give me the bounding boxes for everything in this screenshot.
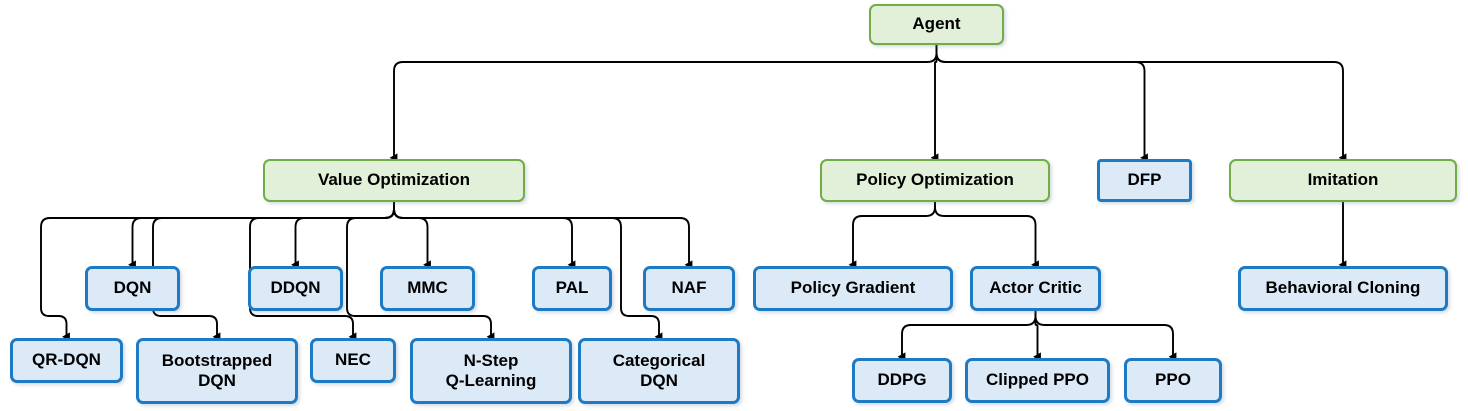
node-label: PAL: [555, 278, 589, 298]
edge-agent-to-dfp: [935, 45, 1148, 163]
node-ppo[interactable]: PPO: [1124, 358, 1222, 403]
node-label: DFP: [1127, 170, 1162, 190]
node-policy-gradient[interactable]: Policy Gradient: [753, 266, 953, 311]
node-label: DDQN: [270, 278, 321, 298]
node-label: DDPG: [877, 370, 927, 390]
node-bootstrapped-dqn[interactable]: Bootstrapped DQN: [136, 338, 298, 404]
node-label: Policy Optimization: [856, 170, 1014, 190]
node-label: Policy Gradient: [790, 278, 916, 298]
edge-policy-opt-to-actor-critic: [934, 202, 1039, 270]
node-naf[interactable]: NAF: [643, 266, 735, 311]
node-ddqn[interactable]: DDQN: [248, 266, 343, 311]
node-dqn[interactable]: DQN: [85, 266, 180, 311]
edge-policy-opt-to-policy-gradient: [848, 202, 936, 270]
node-label: PPO: [1155, 370, 1191, 390]
node-label: Imitation: [1307, 170, 1379, 190]
node-mmc[interactable]: MMC: [380, 266, 475, 311]
node-label: N-Step Q-Learning: [445, 350, 537, 390]
edge-actor-critic-to-clipped-ppo: [1033, 311, 1041, 362]
node-ddpg[interactable]: DDPG: [852, 358, 952, 403]
node-label: Actor Critic: [989, 278, 1082, 298]
node-label: NAF: [671, 278, 707, 298]
node-categorical-dqn[interactable]: Categorical DQN: [578, 338, 740, 404]
edge-value-opt-to-dqn: [128, 202, 395, 270]
node-label: Agent: [912, 14, 961, 34]
node-label: Bootstrapped DQN: [161, 350, 273, 390]
node-label: Categorical DQN: [612, 350, 706, 390]
edge-value-opt-to-ddqn: [291, 202, 395, 270]
node-label: QR-DQN: [32, 350, 101, 370]
node-value-opt[interactable]: Value Optimization: [263, 159, 525, 202]
node-pal[interactable]: PAL: [532, 266, 612, 311]
node-label: Clipped PPO: [986, 370, 1089, 390]
node-label: NEC: [335, 350, 371, 370]
node-label: Behavioral Cloning: [1265, 278, 1421, 298]
node-agent[interactable]: Agent: [869, 4, 1004, 45]
edge-value-opt-to-mmc: [393, 202, 431, 270]
edge-actor-critic-to-ppo: [1034, 311, 1177, 362]
node-behavioral-cloning[interactable]: Behavioral Cloning: [1238, 266, 1448, 311]
node-n-step-q-learning[interactable]: N-Step Q-Learning: [410, 338, 572, 404]
node-imitation[interactable]: Imitation: [1229, 159, 1457, 202]
node-qr-dqn[interactable]: QR-DQN: [10, 338, 123, 383]
node-dfp[interactable]: DFP: [1097, 159, 1192, 202]
edge-value-opt-to-pal: [393, 202, 576, 270]
node-policy-opt[interactable]: Policy Optimization: [820, 159, 1050, 202]
node-label: MMC: [407, 278, 448, 298]
node-label: Value Optimization: [317, 170, 471, 190]
edge-actor-critic-to-ddpg: [897, 311, 1037, 362]
node-nec[interactable]: NEC: [310, 338, 396, 383]
node-actor-critic[interactable]: Actor Critic: [970, 266, 1101, 311]
edge-agent-to-policy-opt: [930, 45, 939, 163]
node-label: DQN: [113, 278, 152, 298]
edge-agent-to-imitation: [935, 45, 1347, 163]
edge-value-opt-to-naf: [393, 202, 693, 270]
edge-agent-to-value-opt: [389, 45, 938, 163]
node-clipped-ppo[interactable]: Clipped PPO: [965, 358, 1110, 403]
